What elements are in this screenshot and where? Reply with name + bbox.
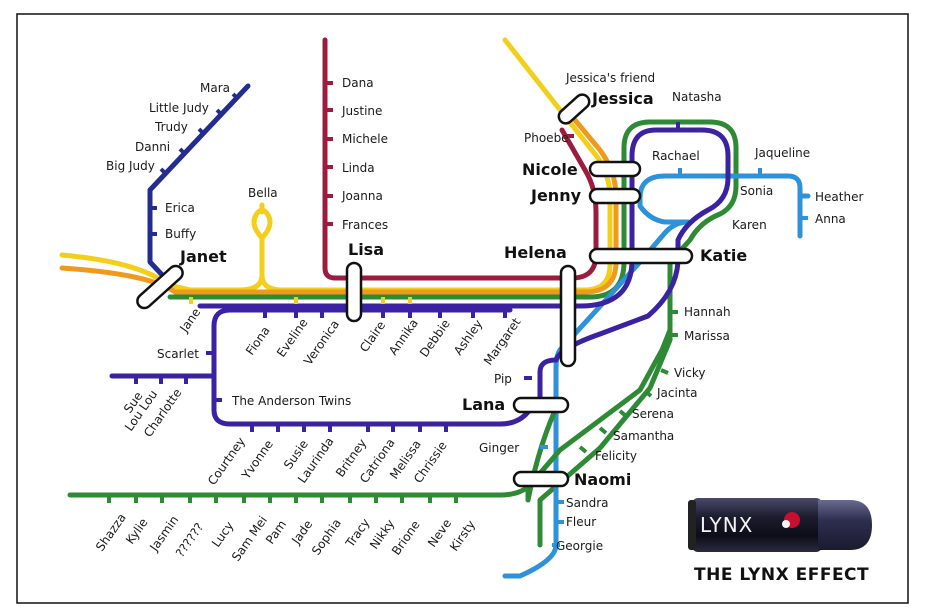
katie-label: Katie (700, 246, 747, 265)
station-label: ?????? (173, 520, 206, 559)
lisa-label: Lisa (348, 240, 384, 259)
station-label: Ginger (479, 441, 519, 455)
blue-branch-heather (797, 185, 811, 199)
station-label: Mara (200, 81, 230, 95)
station-label: Claire (357, 318, 388, 354)
station-label: Samantha (613, 429, 674, 443)
jenny-label: Jenny (530, 186, 582, 205)
green-line-bottom (67, 327, 673, 498)
map-frame (16, 13, 909, 604)
interchange-labels: Janet Lisa Helena Lana Naomi Katie Nicol… (179, 89, 747, 489)
station-label: Jacinta (656, 386, 698, 400)
red-line (322, 37, 599, 281)
station-label: Annika (386, 316, 421, 358)
stop-ticks (107, 81, 808, 547)
station-label: Sonia (740, 184, 773, 198)
station-label: Dana (342, 76, 374, 90)
station-label: Phoebe (524, 131, 569, 145)
station-label: Anna (815, 212, 846, 226)
station-label: Lucy (209, 519, 236, 550)
jessica-interchange[interactable] (556, 92, 592, 126)
station-label: Pip (494, 372, 512, 386)
naomi-label: Naomi (574, 470, 631, 489)
station-label: Buffy (165, 227, 196, 241)
lynx-ad: LYNX THE LYNX EFFECT (688, 498, 872, 585)
station-label: Michele (342, 132, 388, 146)
station-label: Trudy (154, 120, 188, 134)
station-label: Little Judy (149, 101, 209, 115)
station-label: Heather (815, 190, 863, 204)
deodorant-can-cap (818, 500, 872, 550)
helena-interchange[interactable] (559, 264, 577, 368)
station-label: Courtney (205, 435, 248, 488)
station-label: Big Judy (106, 159, 155, 173)
station-label: Marissa (684, 329, 730, 343)
katie-interchange[interactable] (588, 247, 694, 265)
station-label: Rachael (652, 149, 700, 163)
naomi-interchange[interactable] (512, 470, 570, 488)
nicole-label: Nicole (522, 160, 578, 179)
station-label: Debbie (417, 317, 453, 360)
station-labels: Mara Little Judy Trudy Danni Big Judy Er… (93, 71, 863, 564)
janet-interchange[interactable] (135, 263, 186, 311)
station-label: Margaret (481, 315, 524, 368)
station-label: Danni (135, 140, 170, 154)
station-label: Ashley (451, 317, 485, 358)
station-label: Jade (288, 517, 315, 547)
lynx-logo: LYNX (700, 513, 753, 537)
station-label: Sandra (566, 496, 608, 510)
station-label: Felicity (595, 449, 637, 463)
station-label: Serena (632, 407, 674, 421)
station-label: Fleur (566, 515, 596, 529)
station-label: Shazza (93, 511, 129, 554)
lana-interchange[interactable] (512, 396, 570, 414)
deodorant-can-edge (688, 500, 696, 550)
helena-label: Helena (504, 243, 567, 262)
station-label: The Anderson Twins (231, 394, 351, 408)
deodorant-can-body (692, 498, 822, 552)
station-label: Frances (342, 218, 388, 232)
lynx-slogan: THE LYNX EFFECT (694, 565, 869, 585)
purple-line-outer (197, 127, 731, 403)
station-label: Joanna (341, 189, 383, 203)
lana-label: Lana (462, 395, 505, 414)
station-label: Georgie (556, 539, 603, 553)
station-label: Linda (342, 161, 375, 175)
jenny-interchange[interactable] (588, 187, 642, 205)
nicole-interchange[interactable] (588, 160, 642, 178)
station-label: Sophia (309, 516, 344, 558)
station-label: Hannah (684, 305, 731, 319)
station-label: Justine (341, 104, 382, 118)
bella-loop (251, 202, 273, 241)
station-label: Jaqueline (754, 146, 810, 160)
station-label: Jessica's friend (565, 71, 655, 85)
interchanges (135, 92, 694, 488)
station-label: Erica (165, 201, 195, 215)
navy-line (147, 83, 251, 281)
station-label: Karen (732, 218, 767, 232)
janet-label: Janet (179, 247, 227, 266)
station-label: Bella (248, 186, 278, 200)
station-label: Natasha (672, 90, 722, 104)
station-label: Vicky (674, 366, 706, 380)
station-label: Jane (176, 305, 203, 335)
station-label: Scarlet (157, 347, 199, 361)
blue-line (502, 173, 803, 579)
jessica-label: Jessica (591, 89, 654, 108)
lynx-logo-mark-highlight-icon (782, 520, 790, 528)
lisa-interchange[interactable] (345, 261, 363, 323)
station-label: Fiona (243, 324, 273, 358)
